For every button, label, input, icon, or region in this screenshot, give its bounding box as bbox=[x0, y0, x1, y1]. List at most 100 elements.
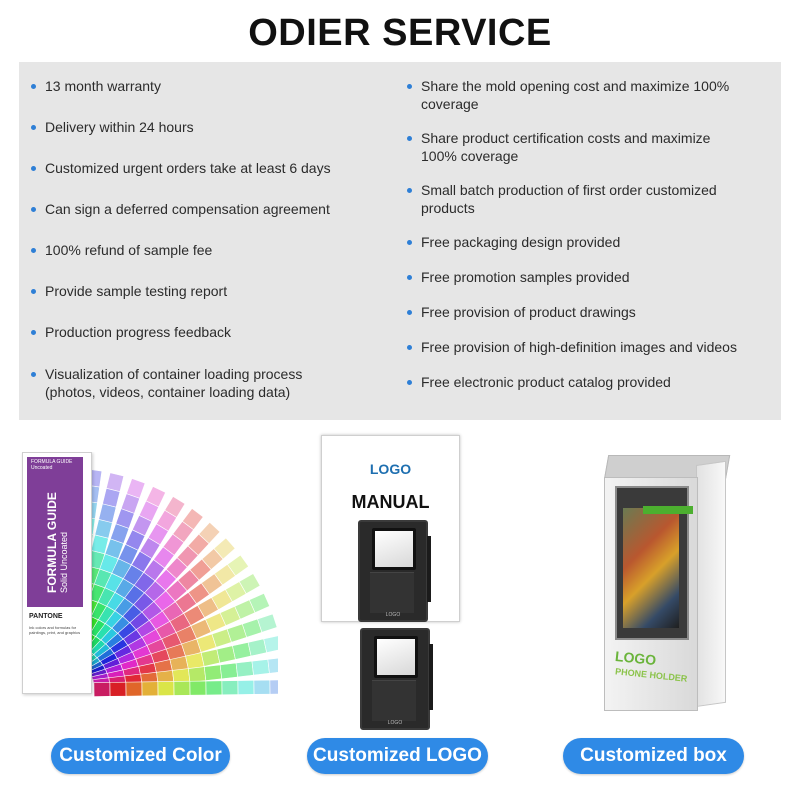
color-swatch bbox=[251, 659, 270, 676]
service-item-line: (photos, videos, container loading data) bbox=[45, 383, 291, 400]
service-item-line: Production progress feedback bbox=[45, 324, 231, 340]
guide-title: FORMULA GUIDE bbox=[45, 492, 59, 593]
case-logo-label: LOGO bbox=[385, 612, 401, 618]
service-item: Can sign a deferred compensation agreeme… bbox=[31, 201, 381, 219]
color-swatch bbox=[173, 680, 191, 696]
guide-small-title: FORMULA GUIDE bbox=[31, 459, 73, 465]
phone-case-image: LOGO bbox=[358, 520, 431, 622]
bullet-icon bbox=[407, 84, 412, 89]
bullet-icon bbox=[407, 136, 412, 141]
color-swatch bbox=[198, 521, 221, 545]
service-item: Production progress feedback bbox=[31, 324, 381, 342]
color-swatch bbox=[267, 657, 278, 674]
service-item: Customized urgent orders take at least 6… bbox=[31, 160, 381, 178]
pantone-brand: PANTONE bbox=[29, 613, 63, 620]
service-item-line: Free packaging design provided bbox=[421, 234, 621, 250]
service-item-text: Free electronic product catalog provided bbox=[421, 374, 671, 392]
color-swatch bbox=[93, 682, 111, 697]
color-strip bbox=[86, 573, 261, 682]
color-swatch bbox=[237, 680, 255, 695]
color-swatch bbox=[253, 679, 271, 695]
service-item: Provide sample testing report bbox=[31, 283, 381, 301]
bullet-icon bbox=[407, 310, 412, 315]
color-fan-image: FORMULA GUIDE Uncoated FORMULA GUIDE Sol… bbox=[16, 452, 278, 698]
customized-box-button[interactable]: Customized box bbox=[563, 738, 744, 774]
bullet-icon bbox=[31, 166, 36, 171]
color-swatch bbox=[200, 648, 221, 667]
service-item-text: Can sign a deferred compensation agreeme… bbox=[45, 201, 330, 219]
bullet-icon bbox=[31, 330, 36, 335]
color-swatch bbox=[257, 613, 278, 633]
service-item-line: Share the mold opening cost and maximize… bbox=[421, 78, 730, 94]
color-swatch bbox=[216, 645, 236, 664]
color-swatch bbox=[141, 681, 159, 697]
phone-case-image-2: LOGO bbox=[360, 628, 433, 730]
color-swatch bbox=[181, 508, 204, 531]
bullet-icon bbox=[31, 289, 36, 294]
service-item-line: products bbox=[421, 199, 475, 216]
customized-color-button[interactable]: Customized Color bbox=[51, 738, 230, 774]
service-item: Free provision of high-definition images… bbox=[407, 339, 767, 357]
color-swatch bbox=[145, 486, 166, 508]
service-item-line: Free electronic product catalog provided bbox=[421, 374, 671, 390]
service-item-text: Small batch production of first order cu… bbox=[421, 182, 717, 217]
service-item: Share the mold opening cost and maximize… bbox=[407, 78, 767, 113]
case-logo-label-2: LOGO bbox=[387, 720, 403, 726]
service-item-line: Free provision of high-definition images… bbox=[421, 339, 737, 355]
service-item-line: Free provision of product drawings bbox=[421, 304, 636, 320]
formula-guide-cover: FORMULA GUIDE Uncoated FORMULA GUIDE Sol… bbox=[27, 457, 83, 607]
service-item-line: Provide sample testing report bbox=[45, 283, 228, 299]
service-item: Free provision of product drawings bbox=[407, 304, 767, 322]
color-swatch bbox=[189, 680, 207, 696]
box-label: PHONE HOLDER bbox=[614, 666, 688, 684]
service-item-text: Share the mold opening cost and maximize… bbox=[421, 78, 729, 113]
service-item-text: Visualization of container loading proce… bbox=[45, 366, 302, 401]
service-item-line: Small batch production of first order cu… bbox=[421, 182, 717, 198]
color-swatch bbox=[164, 496, 186, 518]
service-item-text: Free provision of product drawings bbox=[421, 304, 636, 322]
service-item-line: 100% refund of sample fee bbox=[45, 242, 213, 258]
service-item-line: Share product certification costs and ma… bbox=[421, 130, 711, 146]
service-item-text: Free packaging design provided bbox=[421, 234, 620, 252]
manual-card: LOGO MANUAL LOGO bbox=[321, 435, 460, 622]
bullet-icon bbox=[31, 207, 36, 212]
box-logo: LOGO bbox=[614, 647, 657, 669]
color-swatch bbox=[126, 478, 146, 499]
service-item-text: Production progress feedback bbox=[45, 324, 231, 342]
guide-subtitle: Solid Uncoated bbox=[59, 531, 69, 593]
customized-logo-button[interactable]: Customized LOGO bbox=[307, 738, 488, 774]
service-item-line: Can sign a deferred compensation agreeme… bbox=[45, 201, 330, 217]
page-title: ODIER SERVICE bbox=[248, 12, 552, 54]
service-item-text: Free provision of high-definition images… bbox=[421, 339, 737, 357]
service-item-line: Visualization of container loading proce… bbox=[45, 366, 303, 382]
color-swatch bbox=[227, 554, 250, 577]
bullet-icon bbox=[407, 188, 412, 193]
service-item-text: Customized urgent orders take at least 6… bbox=[45, 160, 331, 178]
color-swatch-fan bbox=[60, 468, 278, 697]
color-swatch bbox=[203, 664, 223, 681]
color-swatch bbox=[238, 573, 261, 595]
service-item: Visualization of container loading proce… bbox=[31, 366, 381, 401]
color-swatch bbox=[248, 592, 271, 614]
bullet-icon bbox=[31, 84, 36, 89]
color-swatch bbox=[269, 679, 278, 695]
color-swatch bbox=[109, 681, 127, 697]
color-swatch bbox=[105, 472, 125, 492]
bullet-icon bbox=[407, 240, 412, 245]
color-swatch bbox=[235, 660, 254, 678]
service-item: Delivery within 24 hours bbox=[31, 119, 381, 137]
bullet-icon bbox=[31, 125, 36, 130]
service-item-text: Free promotion samples provided bbox=[421, 269, 630, 287]
bullet-icon bbox=[407, 345, 412, 350]
color-swatch bbox=[213, 537, 236, 560]
service-item-line: Free promotion samples provided bbox=[421, 269, 630, 285]
service-item-line: Delivery within 24 hours bbox=[45, 119, 194, 135]
service-item-text: Delivery within 24 hours bbox=[45, 119, 194, 137]
service-item-line: Customized urgent orders take at least 6… bbox=[45, 160, 331, 176]
service-item: Free promotion samples provided bbox=[407, 269, 767, 287]
service-item: Small batch production of first order cu… bbox=[407, 182, 767, 217]
service-item: 13 month warranty bbox=[31, 78, 381, 96]
color-swatch bbox=[188, 666, 207, 683]
service-item: Free packaging design provided bbox=[407, 234, 767, 252]
